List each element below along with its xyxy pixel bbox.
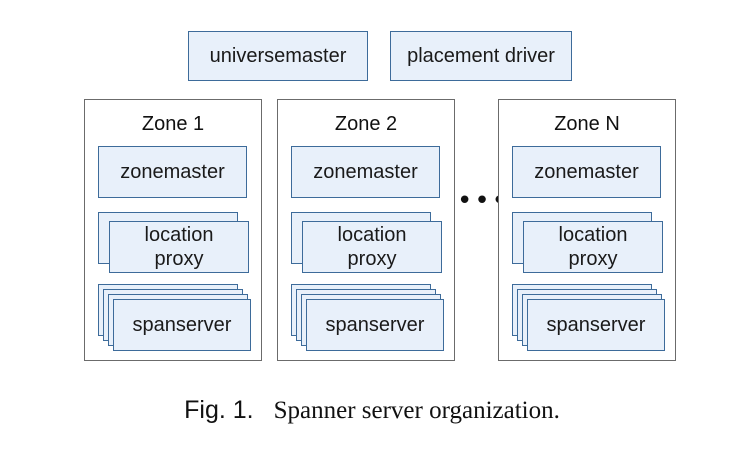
placement-driver-box: placement driver bbox=[390, 31, 572, 81]
location-proxy-line1: location bbox=[144, 224, 214, 246]
location-proxy-box: location proxy bbox=[523, 221, 663, 273]
location-proxy-line2: proxy bbox=[154, 248, 204, 270]
universemaster-label: universemaster bbox=[209, 45, 347, 67]
zonemaster-box: zonemaster bbox=[291, 146, 440, 198]
spanserver-box: spanserver bbox=[306, 299, 444, 351]
zonemaster-box: zonemaster bbox=[98, 146, 247, 198]
universemaster-box: universemaster bbox=[188, 31, 368, 81]
spanserver-label: spanserver bbox=[546, 314, 646, 336]
figure-label: Fig. 1. bbox=[184, 396, 254, 424]
spanserver-label: spanserver bbox=[132, 314, 232, 336]
zone-1: Zone 1 zonemaster location proxy spanser… bbox=[84, 99, 262, 361]
spanserver-box: spanserver bbox=[113, 299, 251, 351]
zonemaster-label: zonemaster bbox=[313, 161, 418, 183]
zone-title: Zone 1 bbox=[141, 113, 205, 135]
zone-2: Zone 2 zonemaster location proxy spanser… bbox=[277, 99, 455, 361]
spanserver-label: spanserver bbox=[325, 314, 425, 336]
zone-title: Zone 2 bbox=[334, 113, 398, 135]
placement-driver-label: placement driver bbox=[407, 45, 555, 67]
location-proxy-line1: location bbox=[558, 224, 628, 246]
zonemaster-box: zonemaster bbox=[512, 146, 661, 198]
location-proxy-line1: location bbox=[337, 224, 407, 246]
location-proxy-line2: proxy bbox=[568, 248, 618, 270]
spanserver-box: spanserver bbox=[527, 299, 665, 351]
location-proxy-box: location proxy bbox=[109, 221, 249, 273]
location-proxy-line2: proxy bbox=[347, 248, 397, 270]
location-proxy-box: location proxy bbox=[302, 221, 442, 273]
figure-title: Spanner server organization. bbox=[273, 397, 560, 424]
zonemaster-label: zonemaster bbox=[120, 161, 225, 183]
zone-n: Zone N zonemaster location proxy spanser… bbox=[498, 99, 676, 361]
figure-caption: Fig. 1. Spanner server organization. bbox=[0, 396, 744, 425]
zone-title: Zone N bbox=[554, 113, 620, 135]
zonemaster-label: zonemaster bbox=[534, 161, 639, 183]
